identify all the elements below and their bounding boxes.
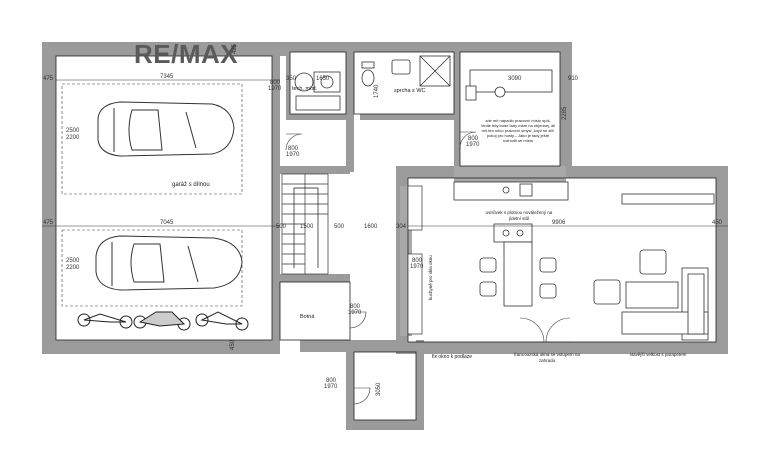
dim-7345: 7345 (160, 74, 174, 80)
exterior-walls (42, 42, 728, 430)
door-swings (285, 131, 571, 405)
boiler-icon (294, 71, 341, 111)
dim-475-mid: 475 (43, 220, 54, 226)
dim-800-e: 800 (326, 378, 337, 384)
parking-space-1 (61, 83, 243, 195)
dim-450-right: 450 (712, 220, 723, 226)
dim-1970-e: 1970 (324, 384, 338, 390)
study-note: zde mít napadlo pracovní místo spíš, Ved… (481, 118, 555, 143)
coffee-table (625, 281, 679, 309)
shower-label: sprcha s WC (394, 88, 426, 94)
toilet-icon (361, 61, 375, 87)
bicycle-icon (77, 313, 133, 329)
remax-logo: RE/MAX (134, 39, 238, 69)
french-door-note: francouzská okna se vstupem na zahradu (514, 352, 580, 363)
dim-800-b: 800 (288, 146, 299, 152)
garage-label: garáž s dílnou (172, 182, 210, 188)
kitchen-island (493, 223, 533, 307)
dim-450-bottom: 450 (230, 339, 236, 350)
dining-chairs (479, 257, 557, 299)
sink-icon (391, 59, 411, 75)
armchair-icon (593, 249, 667, 305)
tv-unit (621, 193, 715, 205)
car-icon (97, 101, 235, 157)
dimension-lines (42, 79, 728, 227)
dim-3050: 3050 (376, 382, 382, 396)
room-outlines (55, 51, 717, 421)
dim-1970-a: 1970 (268, 86, 282, 92)
dim-1970-d: 1970 (348, 310, 362, 316)
dim-1500: 1500 (300, 224, 314, 230)
dim-1650: 1650 (316, 76, 330, 82)
dim-9906: 9906 (552, 220, 566, 226)
dim-1970-b: 1970 (286, 152, 300, 158)
dim-910: 910 (568, 76, 579, 82)
dim-2200-b: 2200 (66, 265, 80, 271)
dim-800-f: 800 (412, 258, 423, 264)
dim-1970-c: 1970 (466, 142, 480, 148)
dim-800-d: 800 (350, 304, 361, 310)
staircase (281, 173, 329, 275)
dim-3090: 3090 (508, 76, 522, 82)
bicycle-icon (195, 311, 249, 331)
kitchen-counter (453, 181, 569, 201)
dim-425: 425 (232, 43, 238, 54)
island-note: ostrůvek s plotnou nováležený na jídelní… (486, 210, 553, 221)
dim-304: 304 (396, 224, 407, 230)
tech-room-label: tech. míst. (292, 86, 318, 92)
dim-1600: 1600 (364, 224, 378, 230)
sliding-window-note: stavější velkost s parapetem (630, 352, 687, 357)
dim-2500-a: 2500 (66, 128, 80, 134)
dim-800-c: 800 (468, 136, 479, 142)
dim-2285: 2285 (562, 106, 568, 120)
dim-1740: 1740 (374, 84, 380, 98)
fix-window-note: fix okno k podlaze (432, 354, 472, 360)
dim-500-a: 500 (276, 224, 287, 230)
dim-7045: 7045 (160, 220, 174, 226)
motorcycle-icon (133, 311, 191, 331)
car-icon (95, 235, 243, 291)
parking-space-2 (61, 229, 243, 307)
desk-icon (465, 69, 553, 101)
dim-350: 350 (286, 76, 297, 82)
dim-1970-f: 1970 (410, 264, 424, 270)
dim-2500-b: 2500 (66, 258, 80, 264)
dim-500-b: 500 (334, 224, 345, 230)
dim-2200-a: 2200 (66, 135, 80, 141)
kitchen-pantry-note: kuchyně pro skla oknu (428, 255, 433, 300)
shower-icon (419, 55, 451, 87)
sofa-icon (621, 267, 709, 341)
cabinets (407, 185, 423, 335)
dim-475-top: 475 (43, 76, 54, 82)
dim-800-a: 800 (270, 80, 281, 86)
shoe-room-label: Botná (300, 314, 315, 320)
